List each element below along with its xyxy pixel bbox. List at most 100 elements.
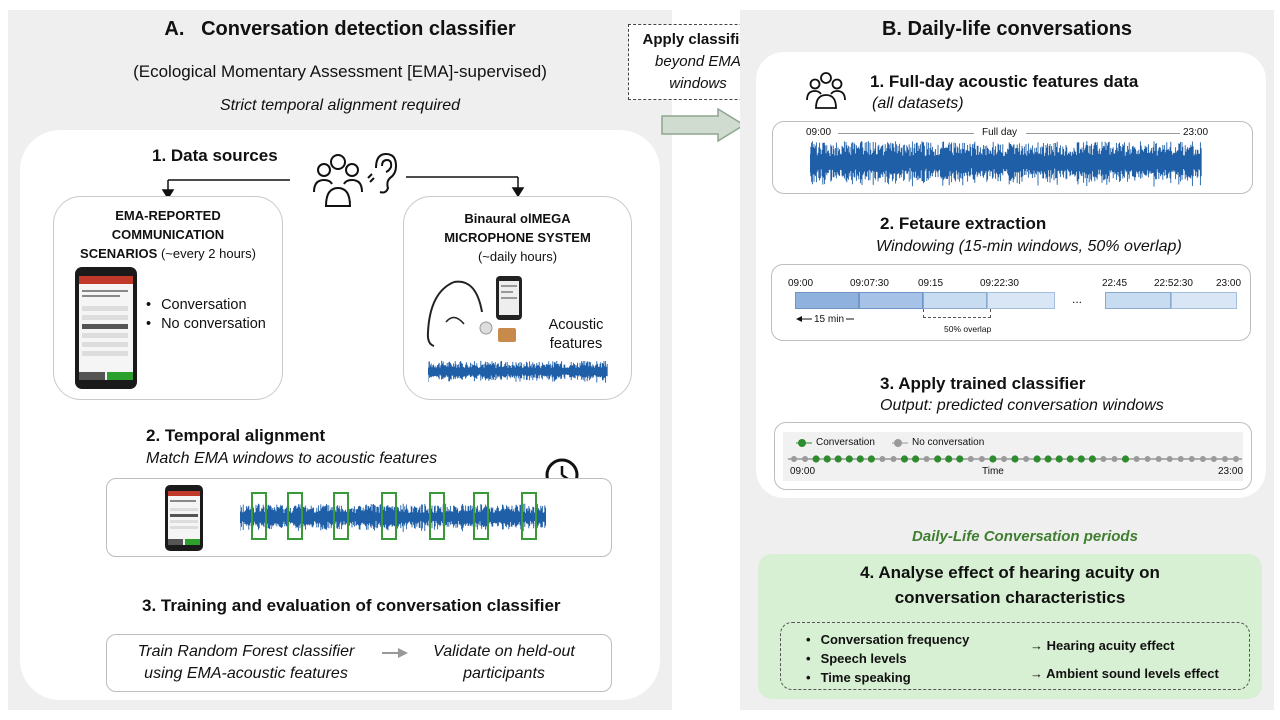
step4-heading-1: 4. Analyse effect of hearing acuity on bbox=[860, 563, 1160, 582]
no-conversation-window-dot bbox=[967, 456, 974, 462]
timeline-end: 23:00 bbox=[1218, 466, 1244, 477]
no-conversation-window-dot bbox=[890, 456, 897, 462]
fullday-end: 23:00 bbox=[1183, 127, 1209, 138]
a-step1-arrows bbox=[161, 176, 525, 200]
waveform-trace bbox=[428, 360, 608, 383]
a-step3-heading: 3. Training and evaluation of conversati… bbox=[142, 596, 561, 615]
no-conversation-window-dot bbox=[1166, 456, 1173, 462]
window-seg-2 bbox=[859, 292, 923, 309]
conversation-window-dot bbox=[989, 455, 997, 463]
periods-label: Daily-Life Conversation periods bbox=[912, 528, 1138, 545]
conversation-window-dot bbox=[834, 455, 842, 463]
alignment-window-3 bbox=[381, 492, 397, 540]
no-conversation-window-dot bbox=[1001, 456, 1007, 462]
ema-frequency: (~every 2 hours) bbox=[157, 246, 256, 261]
ema-options: Conversation No conversation bbox=[146, 296, 266, 334]
window-tick-0: 09:00 bbox=[788, 278, 814, 289]
panel-a-title-text: Conversation detection classifier bbox=[201, 18, 516, 40]
conversation-window-dot bbox=[1011, 455, 1019, 463]
alignment-waveform bbox=[240, 492, 546, 540]
conversation-window-dot bbox=[912, 455, 920, 463]
window-ellipsis: ... bbox=[1072, 292, 1083, 306]
no-conversation-window-dot bbox=[1133, 456, 1140, 462]
validate-text: Validate on held-out participants bbox=[400, 641, 608, 685]
ema-option-conversation: Conversation bbox=[146, 296, 266, 315]
ema-title-1: EMA-REPORTED bbox=[115, 208, 221, 223]
timeline-start: 09:00 bbox=[790, 466, 816, 477]
b-step1-subheading: (all datasets) bbox=[872, 95, 964, 112]
fullday-line-left bbox=[838, 133, 974, 134]
no-conversation-window-dot bbox=[1111, 456, 1118, 462]
ema-card-title: EMA-REPORTED COMMUNICATION SCENARIOS (~e… bbox=[53, 206, 283, 263]
people-icon bbox=[804, 70, 848, 110]
window-tick-2: 09:15 bbox=[918, 278, 944, 289]
conversation-window-dot bbox=[1044, 455, 1052, 463]
ema-title-2: COMMUNICATION bbox=[111, 227, 225, 242]
b-step3-heading: 3. Apply trained classifier bbox=[880, 374, 1086, 393]
overlap-label: 50% overlap bbox=[944, 324, 992, 334]
alignment-window-6 bbox=[521, 492, 537, 540]
waveform-trace bbox=[240, 503, 546, 532]
legend-no-conversation-dot bbox=[892, 438, 908, 448]
conversation-window-dot bbox=[856, 455, 864, 463]
conversation-window-dot bbox=[1055, 455, 1063, 463]
fullday-mid: Full day bbox=[982, 127, 1018, 138]
effect-hearing: → Hearing acuity effect bbox=[1030, 638, 1175, 653]
acoustic-label-1: Acoustic bbox=[548, 317, 604, 333]
step4-heading-2: conversation characteristics bbox=[894, 588, 1126, 607]
b-step2-subheading: Windowing (15-min windows, 50% overlap) bbox=[876, 238, 1182, 255]
effect-ambient: → Ambient sound levels effect bbox=[1030, 666, 1219, 681]
characteristic-frequency: Conversation frequency bbox=[806, 630, 970, 649]
panel-b-title-text: Daily-life conversations bbox=[907, 18, 1133, 40]
characteristic-time: Time speaking bbox=[806, 668, 969, 687]
no-conversation-window-dot bbox=[1222, 456, 1228, 462]
alignment-window-0 bbox=[251, 492, 267, 540]
window-seg-6 bbox=[1171, 292, 1237, 309]
a-step1-heading: 1. Data sources bbox=[152, 146, 278, 165]
bridge-line-1: Apply classifier bbox=[642, 31, 754, 48]
mic-title-2: MICROPHONE SYSTEM bbox=[444, 230, 591, 245]
window-tick-4: 22:45 bbox=[1102, 278, 1128, 289]
legend-conversation: Conversation bbox=[816, 437, 875, 448]
conversation-window-dot bbox=[1077, 455, 1085, 463]
window-seg-4 bbox=[987, 292, 1055, 309]
panel-a-note: Strict temporal alignment required bbox=[219, 97, 461, 114]
acoustic-label-2: features bbox=[549, 336, 603, 352]
no-conversation-window-dot bbox=[1233, 456, 1239, 462]
train-text: Train Random Forest classifier using EMA… bbox=[118, 641, 374, 685]
alignment-window-2 bbox=[333, 492, 349, 540]
microphone-device-icon bbox=[424, 272, 532, 350]
window-seg-5 bbox=[1105, 292, 1171, 309]
conversation-window-dot bbox=[956, 455, 964, 463]
window-tick-3: 09:22:30 bbox=[980, 278, 1019, 289]
validate-line-1: Validate on held-out bbox=[433, 643, 575, 660]
training-box bbox=[106, 634, 612, 692]
conversation-window-dot bbox=[934, 455, 942, 463]
train-line-1: Train Random Forest classifier bbox=[137, 643, 355, 660]
conversation-window-dot bbox=[812, 455, 820, 463]
no-conversation-window-dot bbox=[1199, 456, 1206, 462]
conversation-window-dot bbox=[945, 455, 953, 463]
a-step2-heading: 2. Temporal alignment bbox=[146, 426, 326, 445]
conversation-window-dot bbox=[867, 455, 875, 463]
classifier-timeline bbox=[788, 455, 1242, 463]
bridge-line-3: windows bbox=[669, 75, 727, 92]
window-tick-1: 09:07:30 bbox=[850, 278, 889, 289]
fullday-line-right bbox=[1026, 133, 1180, 134]
no-conversation-window-dot bbox=[978, 456, 985, 462]
alignment-window-4 bbox=[429, 492, 445, 540]
fullday-waveform bbox=[810, 141, 1202, 187]
conversation-window-dot bbox=[1033, 455, 1041, 463]
ema-title-3: SCENARIOS bbox=[80, 246, 158, 261]
a-step2-subheading: Match EMA windows to acoustic features bbox=[146, 450, 438, 467]
alignment-window-1 bbox=[287, 492, 303, 540]
no-conversation-window-dot bbox=[879, 456, 886, 462]
people-ear-icon bbox=[310, 148, 400, 214]
alignment-phone-icon bbox=[164, 484, 204, 552]
mic-waveform bbox=[428, 360, 608, 383]
no-conversation-window-dot bbox=[1177, 456, 1184, 462]
legend-conversation-dot bbox=[796, 438, 812, 448]
conversation-window-dot bbox=[1066, 455, 1074, 463]
panel-b-title: B. Daily-life conversations bbox=[740, 18, 1274, 41]
acoustic-features-label: Acoustic features bbox=[540, 316, 612, 354]
